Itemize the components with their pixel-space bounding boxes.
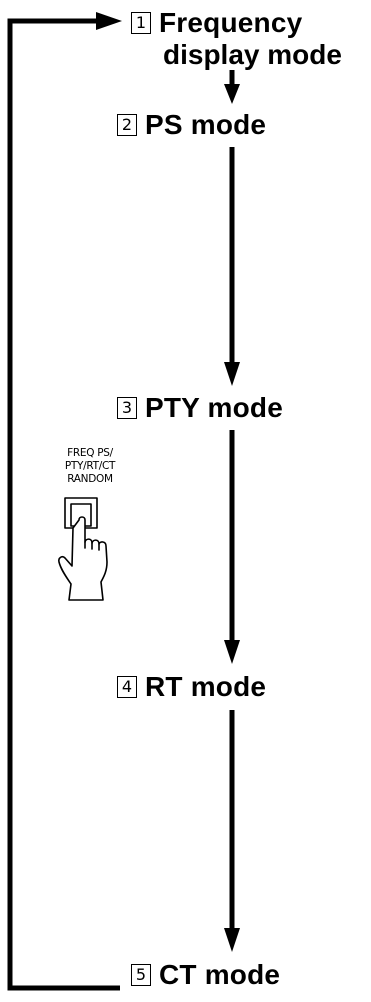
arrow-3-to-4 (224, 430, 240, 664)
step-number-2: 2 (117, 114, 137, 136)
button-caption-line-3: RANDOM (67, 473, 113, 485)
button-caption: FREQ PS/ PTY/RT/CT RANDOM (40, 447, 140, 486)
step-4-rt-mode: 4 RT mode (117, 672, 266, 702)
step-number-1: 1 (131, 12, 151, 34)
step-number-5: 5 (131, 964, 151, 986)
arrow-1-to-2 (224, 70, 240, 104)
step-1-label-line2: display mode (163, 39, 342, 70)
loop-arrowhead (96, 12, 122, 30)
button-caption-line-1: FREQ PS/ (67, 447, 113, 459)
step-1-frequency-display-mode: 1 Frequency (131, 8, 302, 38)
step-4-label: RT mode (145, 671, 267, 702)
arrow-4-to-5 (224, 710, 240, 952)
step-2-label: PS mode (145, 109, 267, 140)
step-5-label: CT mode (159, 959, 281, 990)
pointing-hand (58, 516, 108, 601)
step-number-4: 4 (117, 676, 137, 698)
loop-return-line (7, 18, 120, 991)
step-5-ct-mode: 5 CT mode (131, 960, 280, 990)
hand-pressing-button-icon (58, 497, 108, 601)
step-number-3: 3 (117, 397, 137, 419)
step-1-label: Frequency (159, 7, 303, 38)
step-2-ps-mode: 2 PS mode (117, 110, 266, 140)
step-3-pty-mode: 3 PTY mode (117, 393, 283, 423)
arrow-2-to-3 (224, 147, 240, 386)
button-caption-line-2: PTY/RT/CT (64, 460, 116, 472)
step-3-label: PTY mode (145, 392, 284, 423)
